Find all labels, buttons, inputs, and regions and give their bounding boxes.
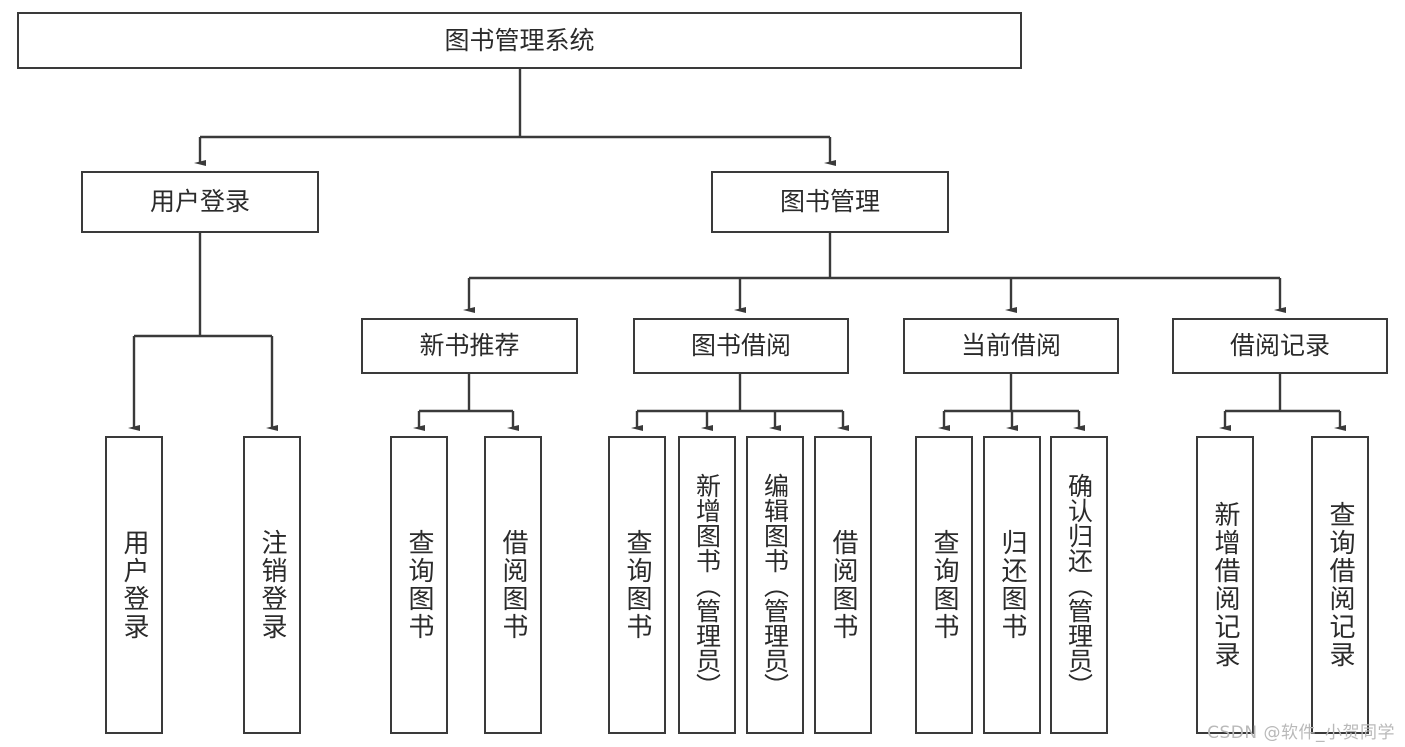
node-leaf-add-book-label: 新增图书（管理员） (692, 472, 722, 698)
node-leaf-confirm-return-label: 确认归还（管理员） (1064, 472, 1094, 698)
node-root[interactable]: 图书管理系统 (17, 12, 1022, 69)
node-leaf-borrow-book-1-label: 借阅图书 (498, 529, 528, 641)
node-leaf-query-book-1-label: 查询图书 (404, 529, 434, 641)
node-leaf-add-book[interactable]: 新增图书（管理员） (678, 436, 736, 734)
node-leaf-borrow-book-2[interactable]: 借阅图书 (814, 436, 872, 734)
node-book-borrow-label: 图书借阅 (690, 331, 791, 361)
node-leaf-user-login[interactable]: 用户登录 (105, 436, 163, 734)
node-leaf-user-login-label: 用户登录 (119, 529, 149, 641)
node-leaf-query-book-3[interactable]: 查询图书 (915, 436, 973, 734)
node-leaf-query-record-label: 查询借阅记录 (1325, 501, 1355, 669)
node-leaf-edit-book[interactable]: 编辑图书（管理员） (746, 436, 804, 734)
node-leaf-add-record-label: 新增借阅记录 (1210, 501, 1240, 669)
node-leaf-query-record[interactable]: 查询借阅记录 (1311, 436, 1369, 734)
node-leaf-borrow-book-1[interactable]: 借阅图书 (484, 436, 542, 734)
node-leaf-confirm-return[interactable]: 确认归还（管理员） (1050, 436, 1108, 734)
watermark-text: CSDN @软件_小贺同学 (1207, 723, 1395, 743)
node-leaf-return-book[interactable]: 归还图书 (983, 436, 1041, 734)
node-book-borrow[interactable]: 图书借阅 (633, 318, 849, 374)
node-leaf-edit-book-label: 编辑图书（管理员） (760, 472, 790, 698)
node-user-login[interactable]: 用户登录 (81, 171, 319, 233)
node-leaf-query-book-2-label: 查询图书 (622, 529, 652, 641)
node-book-management[interactable]: 图书管理 (711, 171, 949, 233)
node-leaf-query-book-3-label: 查询图书 (929, 529, 959, 641)
node-current-borrow-label: 当前借阅 (960, 331, 1061, 361)
node-user-login-label: 用户登录 (149, 187, 250, 217)
node-leaf-logout[interactable]: 注销登录 (243, 436, 301, 734)
node-root-label: 图书管理系统 (444, 25, 595, 55)
node-leaf-query-book-1[interactable]: 查询图书 (390, 436, 448, 734)
node-book-management-label: 图书管理 (779, 187, 880, 217)
node-current-borrow[interactable]: 当前借阅 (903, 318, 1119, 374)
node-new-book-recommend-label: 新书推荐 (419, 331, 520, 361)
node-leaf-add-record[interactable]: 新增借阅记录 (1196, 436, 1254, 734)
node-leaf-return-book-label: 归还图书 (997, 529, 1027, 641)
node-leaf-logout-label: 注销登录 (257, 529, 287, 641)
node-leaf-query-book-2[interactable]: 查询图书 (608, 436, 666, 734)
node-leaf-borrow-book-2-label: 借阅图书 (828, 529, 858, 641)
node-borrow-record[interactable]: 借阅记录 (1172, 318, 1388, 374)
node-new-book-recommend[interactable]: 新书推荐 (361, 318, 578, 374)
node-borrow-record-label: 借阅记录 (1229, 331, 1330, 361)
